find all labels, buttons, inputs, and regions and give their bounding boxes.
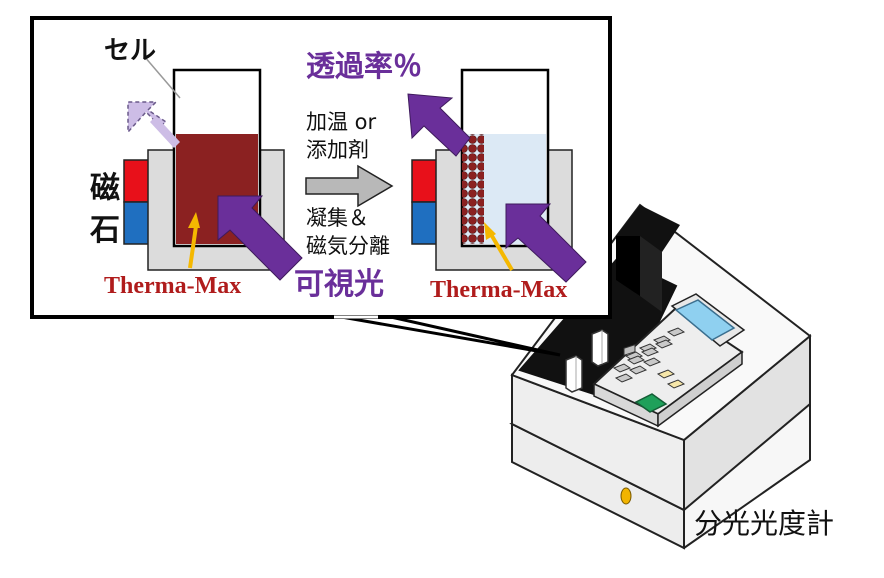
aggregation-label-line1: 凝集＆ bbox=[306, 206, 369, 230]
spectrophotometer-device bbox=[509, 203, 812, 550]
magnet-blue-left bbox=[123, 201, 151, 245]
therma-max-label-left: Therma-Max bbox=[104, 273, 242, 299]
display-screen bbox=[674, 299, 736, 341]
spectrophotometer-label: 分光光度計 bbox=[694, 507, 835, 540]
transmittance-arrow bbox=[407, 93, 471, 157]
cuvette-1 bbox=[565, 355, 583, 393]
visible-light-arrow-right bbox=[505, 203, 587, 283]
process-arrow bbox=[305, 164, 394, 208]
cell-label: セル bbox=[104, 36, 157, 66]
visible-light-label: 可視光 bbox=[294, 267, 384, 302]
magnet-blue-right bbox=[411, 201, 439, 245]
cell-pointer bbox=[143, 55, 181, 99]
magnet-label-top: 磁 bbox=[90, 171, 120, 206]
transmitted-light-arrow-faint bbox=[127, 101, 180, 148]
indicator-light bbox=[620, 487, 632, 505]
process-label-line2: 添加剤 bbox=[306, 138, 369, 162]
therma-max-arrow-right bbox=[484, 222, 514, 272]
therma-max-arrow-left bbox=[188, 212, 200, 269]
magnet-label-bottom: 石 bbox=[90, 213, 120, 248]
cuvette-2 bbox=[591, 329, 609, 367]
green-button bbox=[634, 393, 668, 413]
visible-light-arrow-left bbox=[217, 195, 303, 281]
magnet-red-left bbox=[123, 159, 151, 203]
left-assembly bbox=[123, 55, 303, 281]
keypad-keys bbox=[612, 327, 686, 389]
process-label-line1: 加温 or bbox=[306, 110, 377, 134]
magnet-red-right bbox=[411, 159, 439, 203]
keypad bbox=[623, 344, 636, 356]
transmittance-label: 透過率％ bbox=[306, 49, 423, 83]
aggregation-label-line2: 磁気分離 bbox=[306, 234, 390, 258]
right-assembly bbox=[407, 68, 587, 283]
callout-pointer bbox=[329, 313, 561, 357]
therma-max-label-right: Therma-Max bbox=[430, 277, 568, 303]
aggregated-beads bbox=[462, 134, 484, 244]
